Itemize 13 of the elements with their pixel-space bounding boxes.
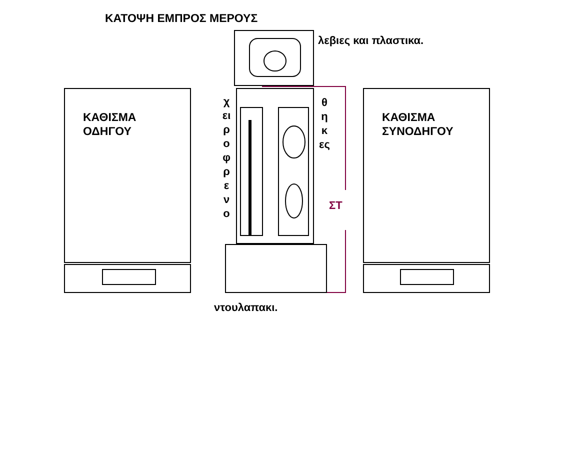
seat-label: ΚΑΘΙΣΜΑ ΟΔΗΓΟΥ bbox=[83, 111, 138, 139]
seat-box bbox=[64, 88, 191, 263]
seat-label: ΚΑΘΙΣΜΑ ΣΥΝΟΔΗΓΟΥ bbox=[382, 111, 454, 139]
seat-box bbox=[363, 88, 490, 263]
part-label: λεβιες και πλαστικα. bbox=[318, 35, 424, 47]
vertical-label: θηκες bbox=[319, 96, 330, 152]
glovebox-box bbox=[225, 244, 327, 293]
panel-box bbox=[234, 30, 314, 86]
dimension-label: ΣΤ bbox=[329, 200, 342, 212]
part-label: ντουλαπακι. bbox=[214, 302, 278, 314]
console-box bbox=[236, 88, 314, 244]
diagram-title: ΚΑΤΟΨΗ ΕΜΠΡΟΣ ΜΕΡΟΥΣ bbox=[105, 13, 258, 25]
vertical-label: χειροφρενο bbox=[221, 95, 232, 221]
